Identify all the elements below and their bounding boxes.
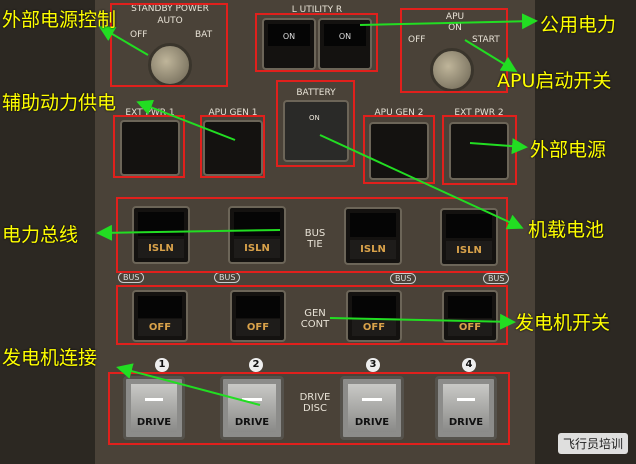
bus-label-3: BUS: [390, 273, 417, 284]
highlight-battery: [276, 80, 355, 167]
highlight-apu-gen-1: [200, 115, 265, 178]
arrow-ext-pwr: [469, 138, 528, 155]
highlight-apu-gen-2: [363, 115, 435, 184]
drive-disc-1-switch[interactable]: DRIVE: [123, 376, 185, 440]
standby-bat-label: BAT: [195, 30, 213, 40]
highlight-apu: [400, 8, 508, 93]
arrow-bus: [96, 224, 281, 241]
highlight-bus-tie: [116, 197, 508, 273]
drive-number-2: 2: [249, 358, 263, 372]
drive-disc-4-switch[interactable]: DRIVE: [435, 376, 497, 440]
utility-left-switch[interactable]: ON: [262, 18, 316, 70]
arrow-utility: [359, 13, 538, 30]
bus-label-4: BUS: [483, 273, 510, 284]
bus-tie-4-switch[interactable]: ISLN: [440, 208, 498, 266]
label-generator-drive: 发电机连接: [2, 347, 98, 369]
drive-number-3: 3: [366, 358, 380, 372]
arrow-gen-cont: [329, 313, 516, 330]
gen-cont-4-switch[interactable]: OFF: [442, 290, 498, 342]
drive-number-4: 4: [462, 358, 476, 372]
arrow-battery: [319, 134, 524, 230]
utility-title: L UTILITY R: [291, 5, 343, 15]
label-external-power: 外部电源: [530, 139, 607, 161]
arrow-apu: [464, 39, 518, 73]
label-apu-start-switch: APU启动开关: [497, 70, 612, 92]
standby-auto-label: AUTO: [157, 16, 183, 26]
label-utility-power: 公用电力: [540, 14, 617, 36]
drive-number-1: 1: [155, 358, 169, 372]
highlight-utility: [255, 13, 378, 72]
gen-cont-3-switch[interactable]: OFF: [346, 290, 402, 342]
battery-label: BATTERY: [296, 88, 336, 98]
ext-pwr-2-switch[interactable]: [449, 122, 509, 180]
apu-title: APU: [445, 12, 465, 22]
standby-power-knob[interactable]: [148, 43, 192, 87]
standby-off-label: OFF: [130, 30, 148, 40]
apu-start-label: START: [472, 35, 500, 45]
label-apu-generator-power: 辅助动力供电: [2, 92, 117, 114]
drive-disc-3-switch[interactable]: DRIVE: [340, 376, 404, 440]
label-standby-power-control: 外部电源控制: [2, 9, 117, 31]
gen-cont-label: GEN CONT: [300, 308, 330, 330]
watermark: 飞行员培训: [557, 433, 628, 454]
highlight-standby-power: [110, 3, 228, 87]
apu-off-label: OFF: [408, 35, 426, 45]
bus-tie-3-switch[interactable]: ISLN: [344, 207, 402, 265]
apu-gen-2-label: APU GEN 2: [374, 108, 424, 118]
highlight-drive-disc: [108, 372, 510, 445]
gen-cont-2-switch[interactable]: OFF: [230, 290, 286, 342]
bus-tie-label: BUS TIE: [304, 228, 326, 250]
arrow-standby: [98, 25, 149, 56]
drive-disc-2-switch[interactable]: DRIVE: [220, 376, 284, 440]
gen-cont-1-switch[interactable]: OFF: [132, 290, 188, 342]
battery-switch[interactable]: ON: [283, 100, 349, 162]
apu-gen-1-switch[interactable]: [203, 120, 263, 176]
arrow-apu-gen: [136, 99, 236, 141]
arrow-drive: [116, 363, 261, 406]
utility-right-switch[interactable]: ON: [318, 18, 372, 70]
highlight-ext-pwr-1: [113, 115, 185, 178]
apu-gen-1-label: APU GEN 1: [208, 108, 258, 118]
bus-tie-2-switch[interactable]: ISLN: [228, 206, 286, 264]
ext-pwr-1-switch[interactable]: [120, 120, 180, 176]
drive-disc-label: DRIVE DISC: [299, 392, 331, 414]
standby-power-title: STANDBY POWER: [131, 4, 209, 14]
label-generator-switch: 发电机开关: [515, 312, 611, 334]
label-power-bus: 电力总线: [2, 224, 79, 246]
label-onboard-battery: 机载电池: [528, 219, 605, 241]
apu-on-label: ON: [448, 23, 462, 33]
apu-selector-knob[interactable]: [430, 48, 474, 92]
ext-pwr-2-label: EXT PWR 2: [454, 108, 504, 118]
